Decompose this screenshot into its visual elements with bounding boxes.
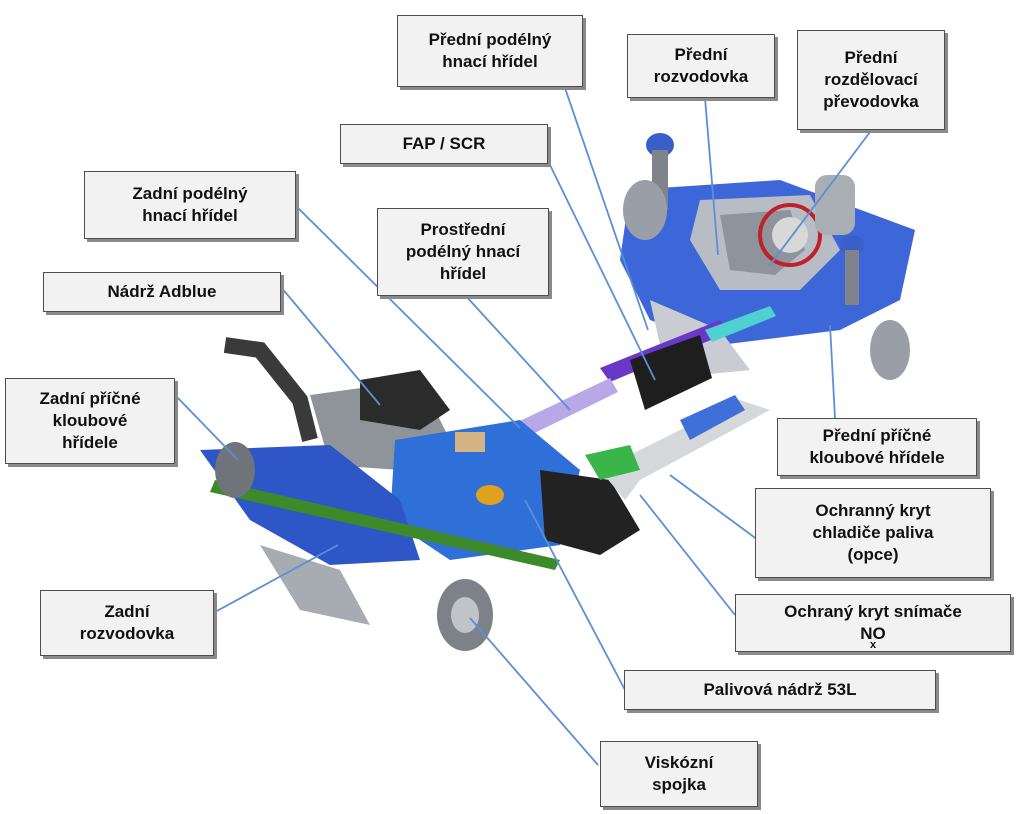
label-line: FAP / SCR — [402, 134, 486, 153]
label-line: kloubové hřídele — [809, 448, 945, 467]
leader-front-transfer-case — [769, 131, 871, 266]
rear-assembly — [200, 337, 640, 651]
label-line: rozdělovací — [824, 70, 918, 89]
label-line: rozvodovka — [653, 67, 749, 86]
label-line: Prostřední — [420, 220, 506, 239]
label-line: Přední podélný — [428, 30, 552, 49]
label-fuel-tank: Palivová nádrž 53L — [624, 670, 936, 710]
leader-viscous-coupling — [469, 617, 599, 766]
label-line: Zadní — [104, 602, 150, 621]
label-viscous-coupling: Viskózní spojka — [600, 741, 758, 807]
leader-nox-sensor-guard — [639, 494, 736, 616]
leader-rear-longitudinal-shaft — [294, 204, 521, 429]
leader-rear-cv-shafts — [174, 394, 239, 461]
label-line: chladiče paliva — [812, 523, 934, 542]
label-rear-axle-drive: Zadní rozvodovka — [40, 590, 214, 656]
leader-middle-longitudinal-shaft — [464, 294, 571, 411]
guard-plate — [585, 395, 770, 500]
label-line: hřídele — [62, 433, 118, 452]
label-line: Palivová nádrž 53L — [703, 680, 857, 699]
label-front-axle-drive: Přední rozvodovka — [627, 34, 775, 98]
label-line: Přední — [674, 45, 728, 64]
label-line: (opce) — [847, 545, 899, 564]
label-line: Přední — [844, 48, 898, 67]
leader-lines — [174, 87, 871, 766]
label-line: Přední příčné — [822, 426, 932, 445]
front-subframe — [620, 133, 915, 380]
leader-rear-axle-drive — [214, 544, 339, 613]
label-rear-longitudinal-shaft: Zadní podélný hnací hřídel — [84, 171, 296, 239]
label-line: hnací hřídel — [142, 206, 238, 225]
label-rear-cv-shafts: Zadní příčné kloubové hřídele — [5, 378, 175, 464]
label-line: Ochraný kryt snímače — [784, 602, 962, 621]
leader-front-cv-shafts — [829, 324, 836, 419]
label-line: rozvodovka — [79, 624, 175, 643]
label-line: kloubové — [52, 411, 128, 430]
label-fuel-cooler-guard: Ochranný kryt chladiče paliva (opce) — [755, 488, 991, 578]
label-line: Nádrž Adblue — [107, 282, 217, 301]
leader-front-axle-drive — [704, 97, 719, 256]
leader-adblue-tank — [274, 279, 381, 406]
label-line: hnací hřídel — [442, 52, 538, 71]
longitudinal-shafts — [480, 306, 776, 455]
label-front-transfer-case: Přední rozdělovací převodovka — [797, 30, 945, 130]
label-line: Ochranný kryt — [815, 501, 931, 520]
leader-fap-scr — [549, 164, 656, 381]
label-adblue-tank: Nádrž Adblue — [43, 272, 281, 312]
label-line: podélný hnací — [405, 242, 521, 261]
label-line: hřídel — [439, 264, 487, 283]
label-fap-scr: FAP / SCR — [340, 124, 548, 164]
label-line: Viskózní — [644, 753, 714, 772]
label-line: Zadní podélný — [132, 184, 248, 203]
label-front-cv-shafts: Přední příčné kloubové hřídele — [777, 418, 977, 476]
label-line: převodovka — [823, 92, 919, 111]
leader-front-longitudinal-shaft — [564, 87, 649, 331]
label-middle-longitudinal-shaft: Prostřední podélný hnací hřídel — [377, 208, 549, 296]
label-front-longitudinal-shaft: Přední podélný hnací hřídel — [397, 15, 583, 87]
nox-symbol: NO — [860, 624, 886, 643]
leader-fuel-tank — [524, 499, 626, 691]
label-line: Zadní příčné — [39, 389, 141, 408]
label-line: spojka — [652, 775, 706, 794]
leader-fuel-cooler-guard — [669, 474, 759, 541]
